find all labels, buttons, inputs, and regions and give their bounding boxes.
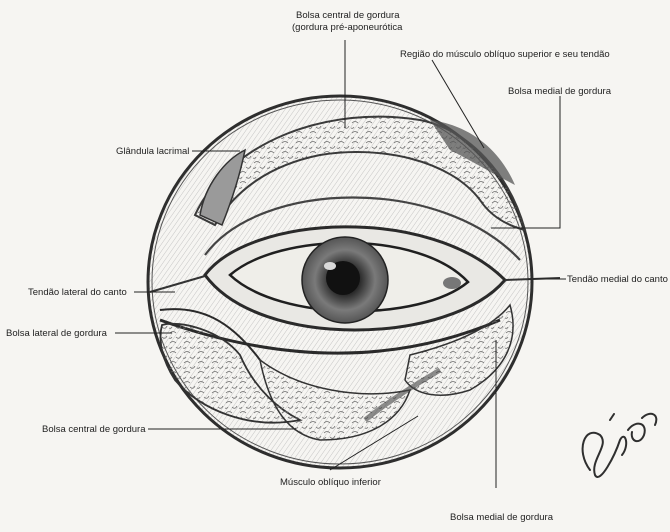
artist-signature (570, 400, 665, 490)
label-lower-medial-fat-pad: Bolsa medial de gordura (450, 512, 553, 523)
label-preaponeurotic-fat: (gordura pré-aponeurótica (292, 22, 402, 33)
label-inferior-oblique-muscle: Músculo oblíquo inferior (280, 477, 381, 488)
label-lacrimal-gland: Glândula lacrimal (116, 146, 189, 157)
label-lower-central-fat-pad: Bolsa central de gordura (42, 424, 146, 435)
label-upper-medial-fat-pad: Bolsa medial de gordura (508, 86, 611, 97)
label-lateral-canthal-tendon: Tendão lateral do canto (28, 287, 127, 298)
label-medial-canthal-tendon: Tendão medial do canto (567, 274, 668, 285)
caruncle (443, 277, 461, 289)
label-lower-lateral-fat-pad: Bolsa lateral de gordura (6, 328, 107, 339)
iris (302, 237, 388, 323)
label-upper-central-fat-pad: Bolsa central de gordura (296, 10, 400, 21)
label-superior-oblique-region: Região do músculo oblíquo superior e seu… (400, 49, 610, 60)
